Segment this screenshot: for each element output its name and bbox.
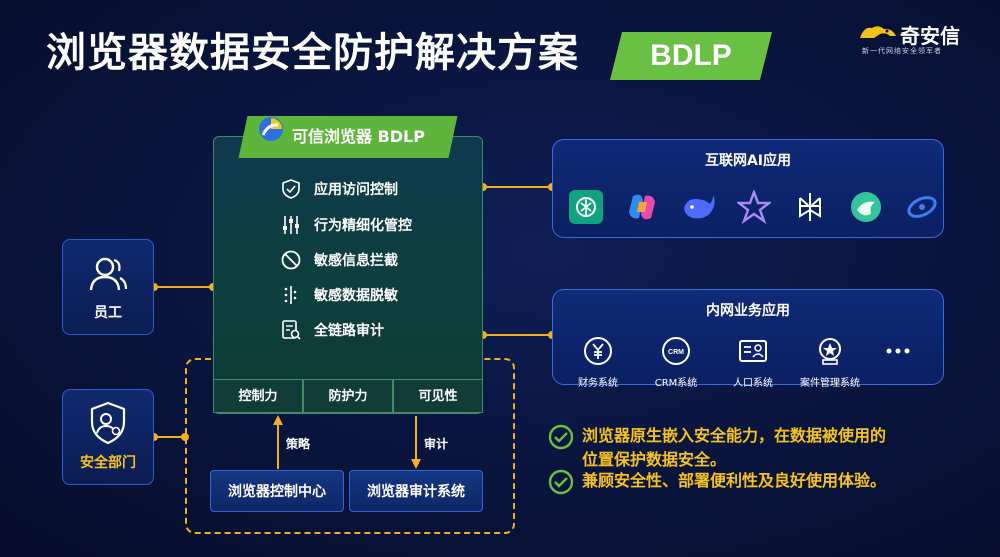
title-badge: BDLP (650, 39, 732, 72)
data-mask-icon (284, 286, 297, 304)
capability-control: 控制力 (213, 379, 303, 413)
capability-bar: 控制力 防护力 可见性 (213, 379, 483, 413)
case-management-system[interactable]: 案件管理系统 (785, 336, 875, 389)
chatgpt-icon[interactable] (569, 190, 603, 224)
crm-system[interactable]: CRM CRM系统 (631, 336, 721, 389)
finance-system[interactable]: 财务系统 (553, 336, 643, 389)
crm-icon: CRM (662, 337, 690, 365)
logo-name: 奇安信 (900, 24, 960, 48)
more-icon (886, 348, 910, 354)
yuan-icon (584, 337, 612, 365)
highlight-2-line1: 兼顾安全性、部署便利性及良好使用体验。 (582, 471, 887, 490)
browser-tab: 可信浏览器 BDLP (258, 116, 425, 158)
deepseek-icon[interactable] (681, 190, 715, 224)
check-circle-icon (548, 469, 574, 495)
security-shield-icon (90, 401, 126, 445)
kimi-icon[interactable] (849, 190, 883, 224)
capability-visibility: 可见性 (393, 379, 483, 413)
feature-data-masking: 敏感数据脱敏 (280, 281, 398, 309)
qianxin-logo-icon (858, 22, 898, 42)
intranet-panel: 内网业务应用 财务系统 CRM CRM系统 人口系统 案件管理系统 (552, 289, 944, 389)
population-system[interactable]: 人口系统 (708, 336, 798, 389)
highlight-item: 兼顾安全性、部署便利性及良好使用体验。 (548, 469, 886, 495)
id-card-icon (739, 340, 767, 362)
capability-protection: 防护力 (303, 379, 393, 413)
highlight-1-line2: 位置保护数据安全。 (582, 450, 727, 469)
case-icon (819, 338, 841, 365)
copilot-icon[interactable] (625, 190, 659, 224)
policy-label: 策略 (286, 437, 311, 451)
audit-label: 审计 (424, 437, 449, 451)
check-circle-icon (548, 424, 574, 450)
internet-ai-title: 互联网AI应用 (704, 153, 792, 169)
browser-control-center[interactable]: 浏览器控制中心 (210, 470, 344, 512)
internet-ai-panel: 互联网AI应用 (552, 139, 944, 238)
browser-logo-icon (258, 116, 284, 158)
feature-sensitive-info-block: 敏感信息拦截 (280, 246, 398, 274)
highlight-item: 浏览器原生嵌入安全能力，在数据被使用的 位置保护数据安全。 (548, 424, 886, 472)
security-dept-box: 安全部门 (62, 389, 154, 485)
sliders-icon (283, 216, 299, 234)
shield-check-icon (282, 179, 300, 199)
security-dept-label: 安全部门 (80, 455, 136, 471)
employee-box: 员工 (62, 239, 154, 335)
star-ai-icon[interactable] (737, 190, 771, 224)
feature-app-access-control: 应用访问控制 (280, 175, 398, 203)
browser-tab-label: 可信浏览器 BDLP (292, 127, 425, 146)
feature-behavior-control: 行为精细化管控 (280, 211, 412, 239)
perplexity-icon[interactable] (793, 190, 827, 224)
doubao-icon[interactable] (905, 190, 939, 224)
logo-tagline: 新一代网络安全领军者 (862, 47, 942, 55)
users-icon (89, 257, 128, 291)
intranet-title: 内网业务应用 (706, 303, 790, 319)
browser-audit-system[interactable]: 浏览器审计系统 (349, 470, 483, 512)
more-systems[interactable] (853, 336, 943, 370)
audit-doc-icon (282, 320, 301, 340)
block-icon (281, 250, 301, 270)
employee-label: 员工 (94, 305, 122, 321)
page-title: 浏览器数据安全防护解决方案 (46, 30, 579, 76)
feature-full-chain-audit: 全链路审计 (280, 316, 384, 344)
highlight-1-line1: 浏览器原生嵌入安全能力，在数据被使用的 (582, 426, 887, 445)
trusted-browser-panel (213, 136, 483, 414)
svg-text:CRM: CRM (668, 349, 684, 356)
